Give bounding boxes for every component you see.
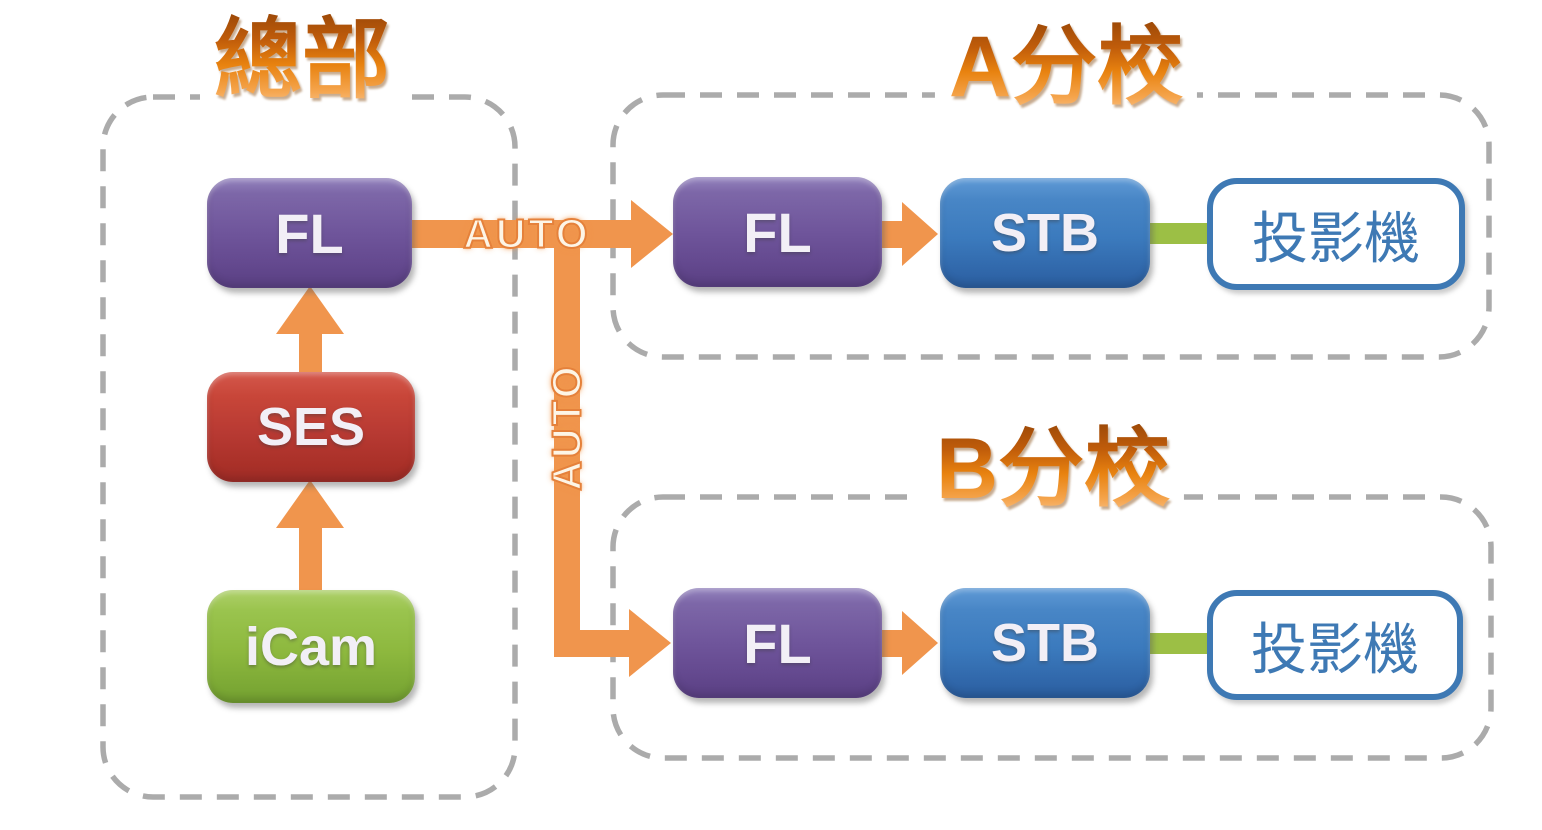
node-icam: iCam [207, 590, 415, 703]
node-fl-hq: FL [207, 178, 412, 288]
auto-label-vertical: AUTO [543, 362, 591, 491]
connector-stb-b-to-projector-b [1148, 633, 1210, 654]
arrow-icam-to-ses [276, 480, 344, 592]
group-title-hq-text: 總部 [213, 10, 391, 109]
group-title-branch-a-text: A分校 [948, 19, 1184, 115]
node-ses: SES [207, 372, 415, 482]
node-fl-branch-b: FL [673, 588, 882, 698]
group-title-hq: 總部 [199, 10, 405, 109]
arrow-fl-a-to-stb-a [880, 202, 938, 266]
arrow-fl-to-branch-a [412, 200, 673, 268]
node-projector-branch-b: 投影機 [1207, 590, 1463, 700]
arrow-fl-b-to-stb-b [880, 611, 938, 675]
arrow-ses-to-fl [276, 286, 344, 375]
auto-label-horizontal: AUTO [462, 210, 591, 258]
node-fl-branch-a: FL [673, 177, 882, 287]
group-title-branch-b-text: B分校 [935, 421, 1171, 517]
group-title-branch-b: B分校 [921, 421, 1185, 517]
arrow-fl-to-branch-b [554, 240, 671, 677]
connector-stb-a-to-projector-a [1148, 223, 1210, 244]
node-projector-branch-a: 投影機 [1207, 178, 1465, 290]
group-title-branch-a: A分校 [934, 19, 1198, 115]
node-stb-branch-b: STB [940, 588, 1150, 698]
node-stb-branch-a: STB [940, 178, 1150, 288]
